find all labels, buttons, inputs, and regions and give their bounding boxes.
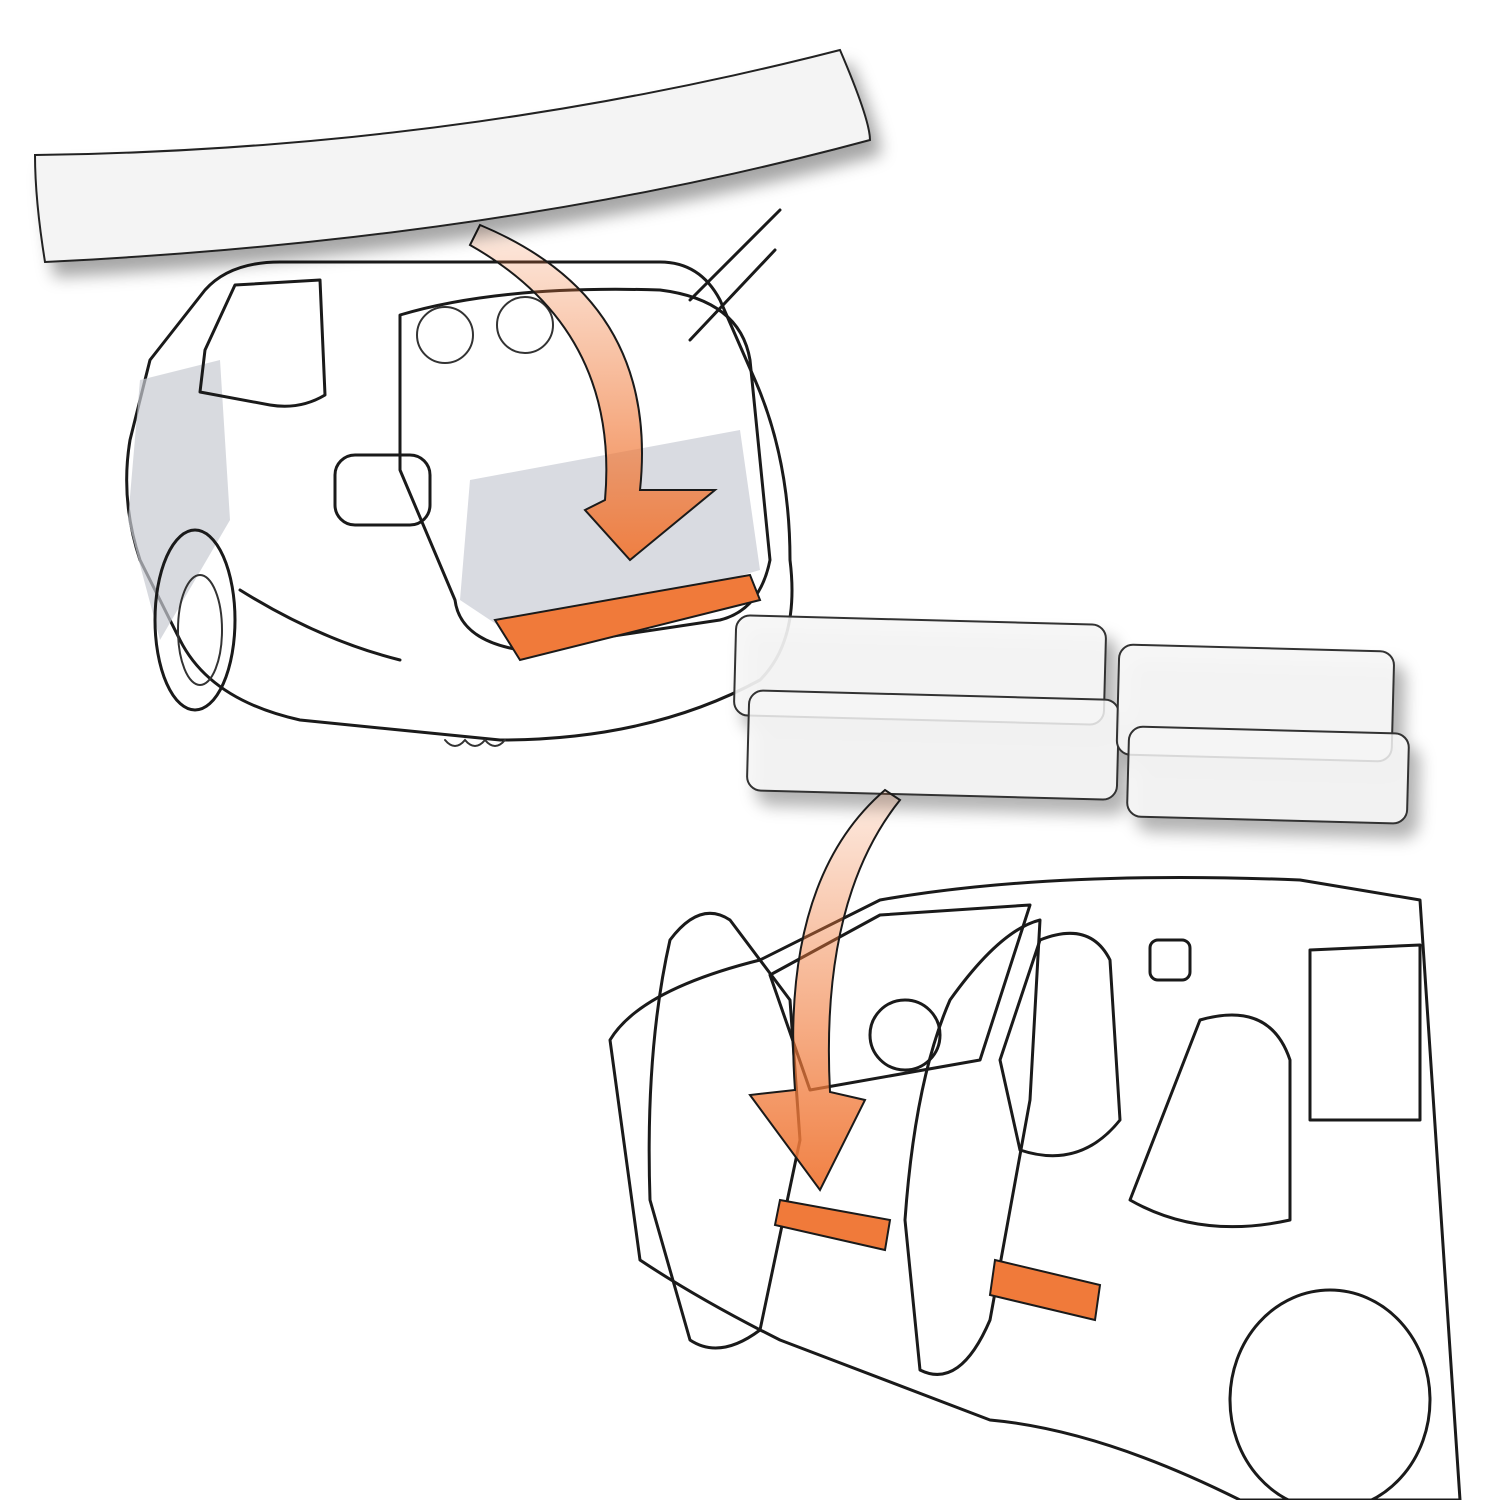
side-car-drawing [608, 788, 1462, 1500]
car-side-body [608, 876, 1462, 1500]
headrest-right [496, 296, 554, 354]
open-tailgate [688, 208, 782, 342]
exhaust [444, 738, 506, 747]
sill-film-2 [746, 689, 1120, 801]
headrest-left [416, 306, 474, 364]
tail-light [333, 453, 432, 527]
rear-wheel [153, 528, 237, 712]
rear-wheel [1228, 1288, 1432, 1500]
bumper-line [238, 588, 402, 662]
front-sill-strip [773, 1198, 892, 1252]
door-sill-films [733, 614, 1410, 825]
arrow-to-sill [748, 788, 902, 1192]
rear-seat [1128, 1013, 1292, 1229]
bumper-protection-film [33, 48, 872, 264]
front-door-open [647, 911, 802, 1350]
rear-car-drawing [125, 208, 794, 747]
rear-sill-strip [988, 1258, 1102, 1322]
rear-window [198, 278, 327, 408]
steering-wheel [868, 998, 942, 1072]
trunk-opening [398, 287, 772, 652]
rear-wheel-inner [177, 574, 223, 686]
arrow-to-bumper [468, 223, 718, 562]
headrest [1148, 938, 1192, 982]
bumper-protection-strip [493, 573, 762, 662]
rear-door-open [903, 918, 1042, 1376]
front-seat [998, 931, 1122, 1158]
sill-film-4 [1126, 725, 1410, 825]
rear-window [1308, 943, 1422, 1122]
car-side-shade [128, 360, 230, 640]
